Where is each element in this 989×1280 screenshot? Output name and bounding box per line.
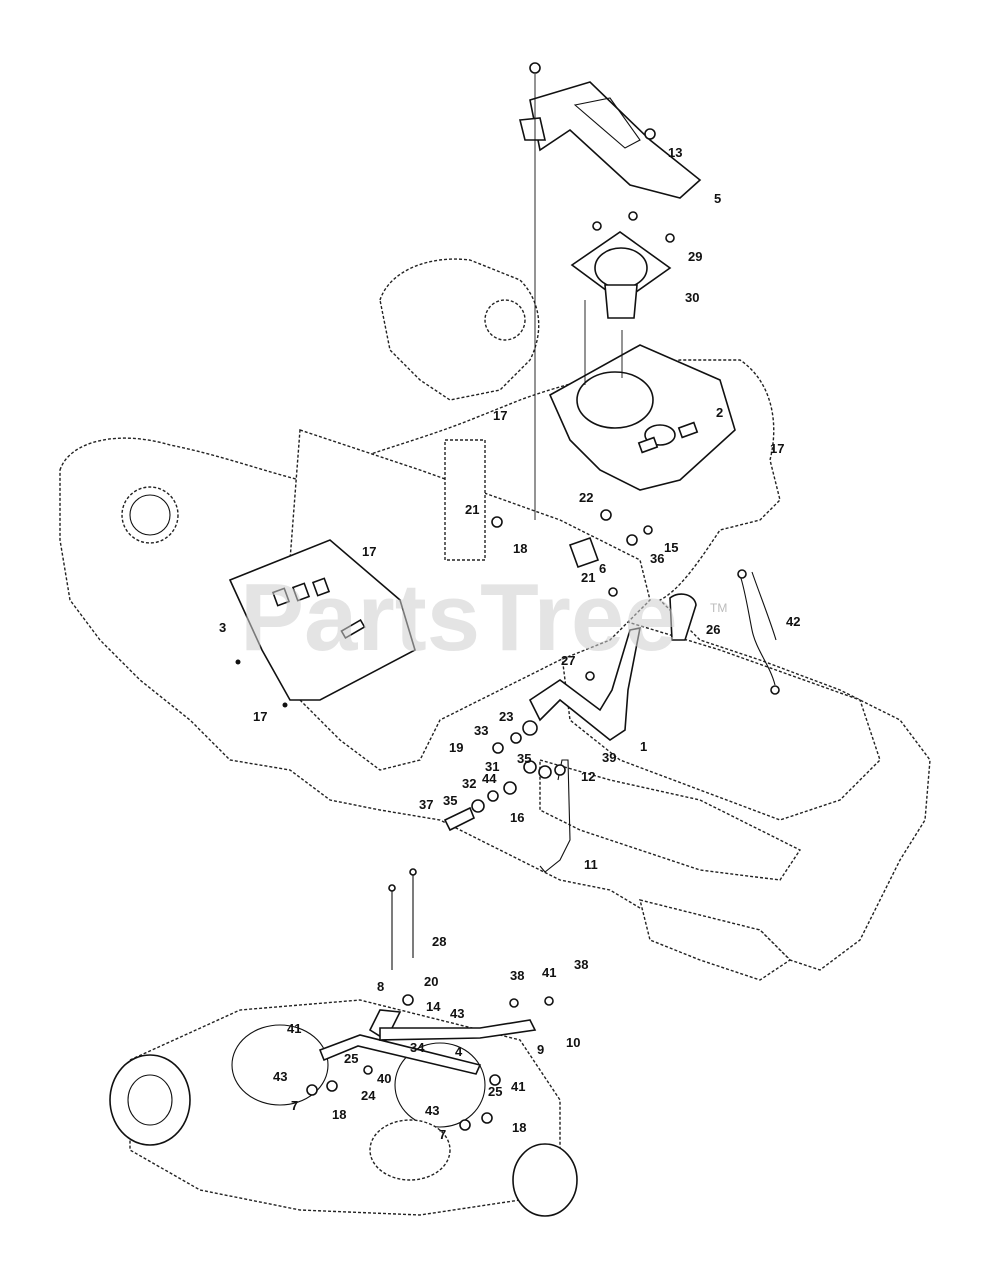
callout-c19: 19 (449, 740, 463, 755)
callout-c31: 31 (485, 759, 499, 774)
callout-c16: 16 (510, 810, 524, 825)
watermark-text: PartsTree (240, 564, 678, 671)
callout-c41c: 41 (511, 1079, 525, 1094)
callout-c43c: 43 (425, 1103, 439, 1118)
callout-c24: 24 (361, 1088, 376, 1103)
shift-lever-assembly (443, 509, 697, 873)
transaxle-assembly (109, 994, 578, 1217)
callout-c43b: 43 (273, 1069, 287, 1084)
callout-c11: 11 (584, 857, 598, 872)
callout-c36: 36 (650, 551, 664, 566)
boot-plate (570, 211, 675, 385)
callout-c33: 33 (474, 723, 488, 738)
callout-c43a: 43 (450, 1006, 464, 1021)
callout-c3: 3 (219, 620, 226, 635)
callout-c38b: 38 (574, 957, 588, 972)
mount-bracket (518, 62, 702, 520)
callout-c18c: 18 (512, 1120, 526, 1135)
control-cable (737, 569, 780, 695)
callout-c26: 26 (706, 622, 720, 637)
callout-c7a: 7 (291, 1098, 298, 1113)
callout-c38a: 38 (510, 968, 524, 983)
callout-c4: 4 (455, 1044, 463, 1059)
callout-c17c: 17 (362, 544, 376, 559)
left-control-panel (228, 539, 416, 708)
watermark-tm: TM (710, 601, 727, 615)
callout-c22: 22 (579, 490, 593, 505)
callout-c20: 20 (424, 974, 438, 989)
callout-c18a: 18 (513, 541, 527, 556)
callout-c35a: 35 (517, 751, 531, 766)
callout-c1: 1 (640, 739, 647, 754)
callout-c21a: 21 (465, 502, 479, 517)
callout-c28: 28 (432, 934, 446, 949)
callout-c41b: 41 (287, 1021, 301, 1036)
callout-c13: 13 (668, 145, 682, 160)
right-control-panel (548, 344, 736, 491)
callout-c9: 9 (537, 1042, 544, 1057)
callout-c35b: 35 (443, 793, 457, 808)
callout-c27: 27 (561, 653, 575, 668)
callout-c15: 15 (664, 540, 678, 555)
callout-c10: 10 (566, 1035, 580, 1050)
callout-c41a: 41 (542, 965, 556, 980)
callout-c32: 32 (462, 776, 476, 791)
callout-c39: 39 (602, 750, 616, 765)
callout-c25a: 25 (344, 1051, 358, 1066)
callout-c37: 37 (419, 797, 433, 812)
callout-c17d: 17 (253, 709, 267, 724)
callout-c8: 8 (377, 979, 384, 994)
callout-c44: 44 (482, 771, 497, 786)
callout-c6: 6 (599, 561, 606, 576)
callout-c14: 14 (426, 999, 441, 1014)
callout-c34: 34 (410, 1040, 425, 1055)
callout-c23: 23 (499, 709, 513, 724)
callout-c42: 42 (786, 614, 800, 629)
callout-c2: 2 (716, 405, 723, 420)
linkage-rods (388, 868, 417, 970)
callout-c17a: 17 (770, 441, 784, 456)
callout-c29: 29 (688, 249, 702, 264)
callout-c40: 40 (377, 1071, 391, 1086)
callout-c5: 5 (714, 191, 721, 206)
callout-c18b: 18 (332, 1107, 346, 1122)
callout-c12: 12 (581, 769, 595, 784)
callout-c25b: 25 (488, 1084, 502, 1099)
callout-c30: 30 (685, 290, 699, 305)
callout-c17b: 17 (493, 408, 507, 423)
callout-c21b: 21 (581, 570, 595, 585)
callout-c7b: 7 (439, 1127, 446, 1142)
frame-outline (59, 258, 931, 981)
